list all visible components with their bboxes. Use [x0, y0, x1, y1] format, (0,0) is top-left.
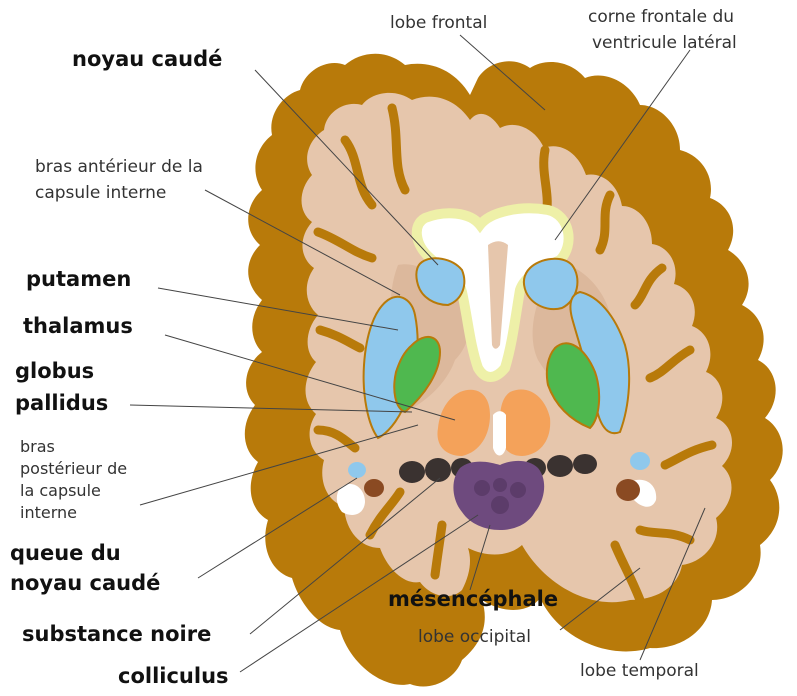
hippocampus-dark-right: [616, 479, 640, 501]
label-bras-posterieur-3: la capsule: [20, 481, 101, 500]
label-bras-anterieur-2: capsule interne: [35, 183, 166, 203]
label-substance-noire: substance noire: [22, 622, 211, 646]
label-queue-1: queue du: [10, 541, 121, 565]
label-noyau-caude: noyau caudé: [72, 47, 222, 71]
label-bras-posterieur-1: bras: [20, 437, 55, 456]
third-ventricle: [493, 411, 506, 455]
label-corne-frontale-2: ventricule latéral: [592, 33, 737, 53]
tail-caudate-left: [348, 462, 366, 478]
tail-caudate-right: [630, 452, 650, 470]
label-thalamus: thalamus: [23, 314, 133, 338]
label-globus-2: pallidus: [15, 391, 108, 415]
label-bras-posterieur-4: interne: [20, 503, 77, 522]
label-lobe-temporal: lobe temporal: [580, 661, 699, 681]
hippocampus-dark-left: [364, 479, 384, 497]
label-lobe-frontal: lobe frontal: [390, 13, 487, 33]
label-queue-2: noyau caudé: [10, 571, 160, 595]
label-globus-1: globus: [15, 359, 94, 383]
label-bras-posterieur-2: postérieur de: [20, 459, 127, 478]
label-corne-frontale-1: corne frontale du: [588, 7, 734, 27]
label-bras-anterieur-1: bras antérieur de la: [35, 157, 203, 177]
caudate-nucleus-right: [524, 259, 578, 309]
label-colliculus: colliculus: [118, 664, 229, 688]
label-mesencephale: mésencéphale: [388, 587, 558, 611]
label-putamen: putamen: [26, 267, 131, 291]
label-lobe-occipital: lobe occipital: [418, 627, 531, 647]
